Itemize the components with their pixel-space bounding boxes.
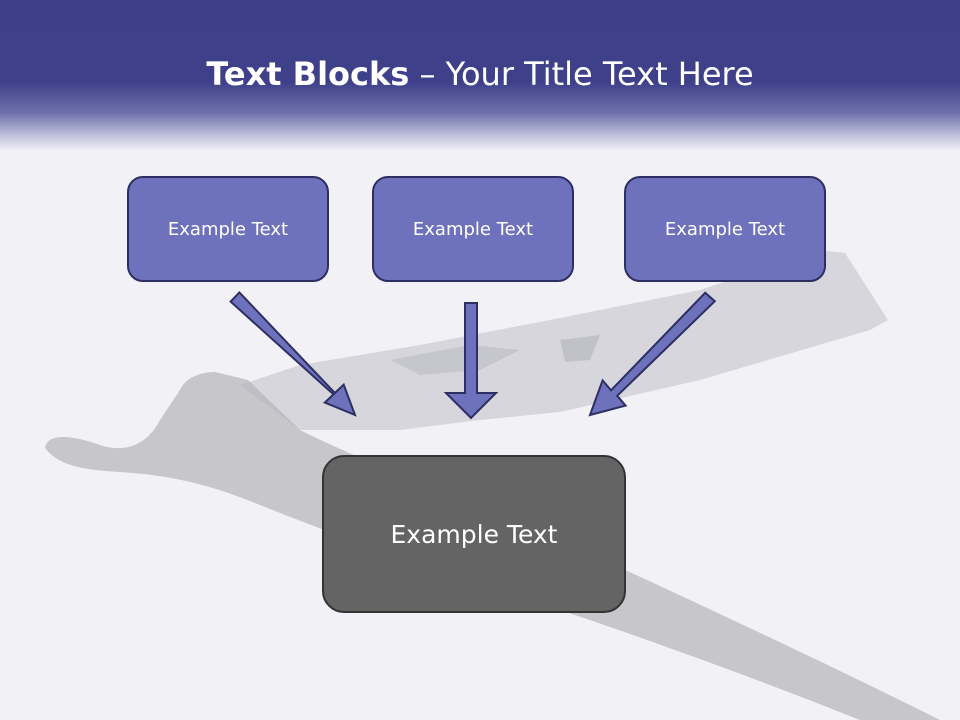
text-block-3-label: Example Text [664, 218, 786, 240]
text-block-2[interactable]: Example Text [372, 176, 574, 282]
target-text-block-label: Example Text [390, 519, 558, 549]
arrow-left [229, 290, 357, 417]
slide-title: Text Blocks – Your Title Text Here [0, 52, 960, 96]
title-rest-text: – Your Title Text Here [409, 55, 754, 93]
arrow-center [443, 302, 499, 420]
target-text-block[interactable]: Example Text [322, 455, 626, 613]
text-block-1[interactable]: Example Text [127, 176, 329, 282]
title-bold-text: Text Blocks [206, 55, 410, 93]
text-block-1-label: Example Text [167, 218, 289, 240]
title-bar: Text Blocks – Your Title Text Here [0, 0, 960, 150]
arrow-right [588, 291, 717, 417]
text-block-3[interactable]: Example Text [624, 176, 826, 282]
text-block-2-label: Example Text [412, 218, 534, 240]
